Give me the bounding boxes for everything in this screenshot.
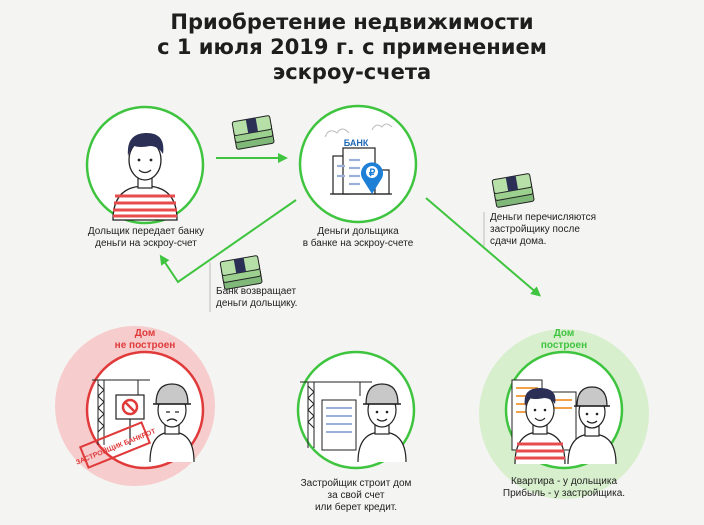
svg-text:₽: ₽ — [369, 168, 376, 179]
builder-icon — [357, 383, 407, 463]
refund-caption: Банк возвращает деньги дольщику. — [216, 286, 298, 309]
money-stack-icon — [231, 115, 275, 150]
building-node — [296, 350, 416, 470]
bank-sign: БАНК — [344, 138, 369, 148]
building-under-construction-icon — [321, 399, 357, 451]
building-caption: Застройщик строит дом за свой счет или б… — [300, 478, 412, 513]
title-line-3: эскроу-счета — [272, 60, 432, 84]
refund-arrow — [159, 199, 297, 284]
happy-builder-icon — [567, 386, 617, 465]
page-title: Приобретение недвижимости с 1 июля 2019 … — [0, 10, 704, 85]
happy-buyer-icon — [514, 388, 566, 465]
bank-node: ₽ БАНК — [298, 104, 418, 224]
money-stack-icon — [219, 255, 263, 290]
title-line-2: с 1 июля 2019 г. с применением — [157, 35, 547, 59]
title-line-1: Приобретение недвижимости — [170, 10, 534, 34]
ruble-pin-icon: ₽ — [361, 162, 384, 194]
sad-builder-icon — [149, 383, 195, 463]
not-built-label: Дом не построен — [114, 328, 176, 351]
money-stack-icon — [491, 173, 535, 208]
buyer-node — [85, 105, 205, 225]
built-node — [504, 350, 624, 470]
crane-icon — [92, 379, 150, 445]
bank-building-icon: ₽ — [324, 123, 393, 195]
transfer-caption: Деньги перечисляются застройщику после с… — [490, 212, 597, 247]
bank-caption: Деньги дольщика в банке на эскроу-счете — [302, 226, 414, 249]
built-caption: Квартира - у дольщика Прибыль - у застро… — [502, 476, 626, 499]
buyer-caption: Дольщик передает банку деньги на эскроу-… — [87, 226, 205, 249]
crane-tower-icon — [300, 381, 372, 448]
buyer-person-icon — [112, 132, 178, 221]
built-label: Дом построен — [540, 328, 588, 351]
transfer-arrow — [425, 197, 542, 297]
no-entry-sign-icon — [115, 394, 145, 445]
